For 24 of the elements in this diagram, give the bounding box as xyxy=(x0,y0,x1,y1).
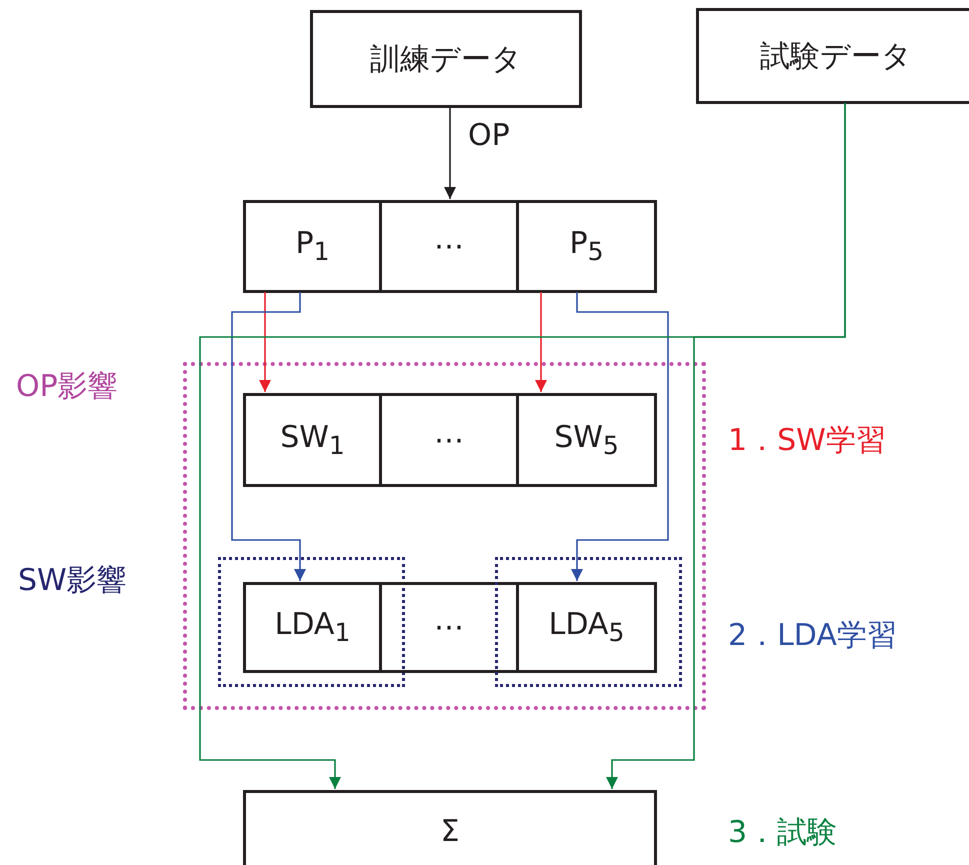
step-label: 1．SW学習 xyxy=(728,422,886,460)
group-heading: SW影響 xyxy=(18,562,127,600)
arrow xyxy=(444,107,456,199)
process-cell xyxy=(243,200,382,293)
data-box xyxy=(696,8,969,104)
process-box xyxy=(243,790,657,865)
process-cell xyxy=(243,393,382,487)
group-heading: OP影響 xyxy=(16,368,118,406)
arrow xyxy=(571,292,669,581)
arrow xyxy=(535,292,547,392)
group-frame xyxy=(495,557,682,687)
step-label: 3．試験 xyxy=(728,814,838,852)
arrow xyxy=(606,103,846,789)
process-cell xyxy=(516,582,657,673)
step-label: 2．LDA学習 xyxy=(728,617,897,655)
process-cell xyxy=(243,582,382,673)
arrow xyxy=(259,292,271,392)
process-cell xyxy=(379,200,519,293)
process-cell xyxy=(516,393,657,487)
arrow xyxy=(231,292,306,581)
process-cell xyxy=(379,582,519,673)
process-cell xyxy=(516,200,657,293)
process-cell xyxy=(379,393,519,487)
data-box xyxy=(310,10,582,108)
